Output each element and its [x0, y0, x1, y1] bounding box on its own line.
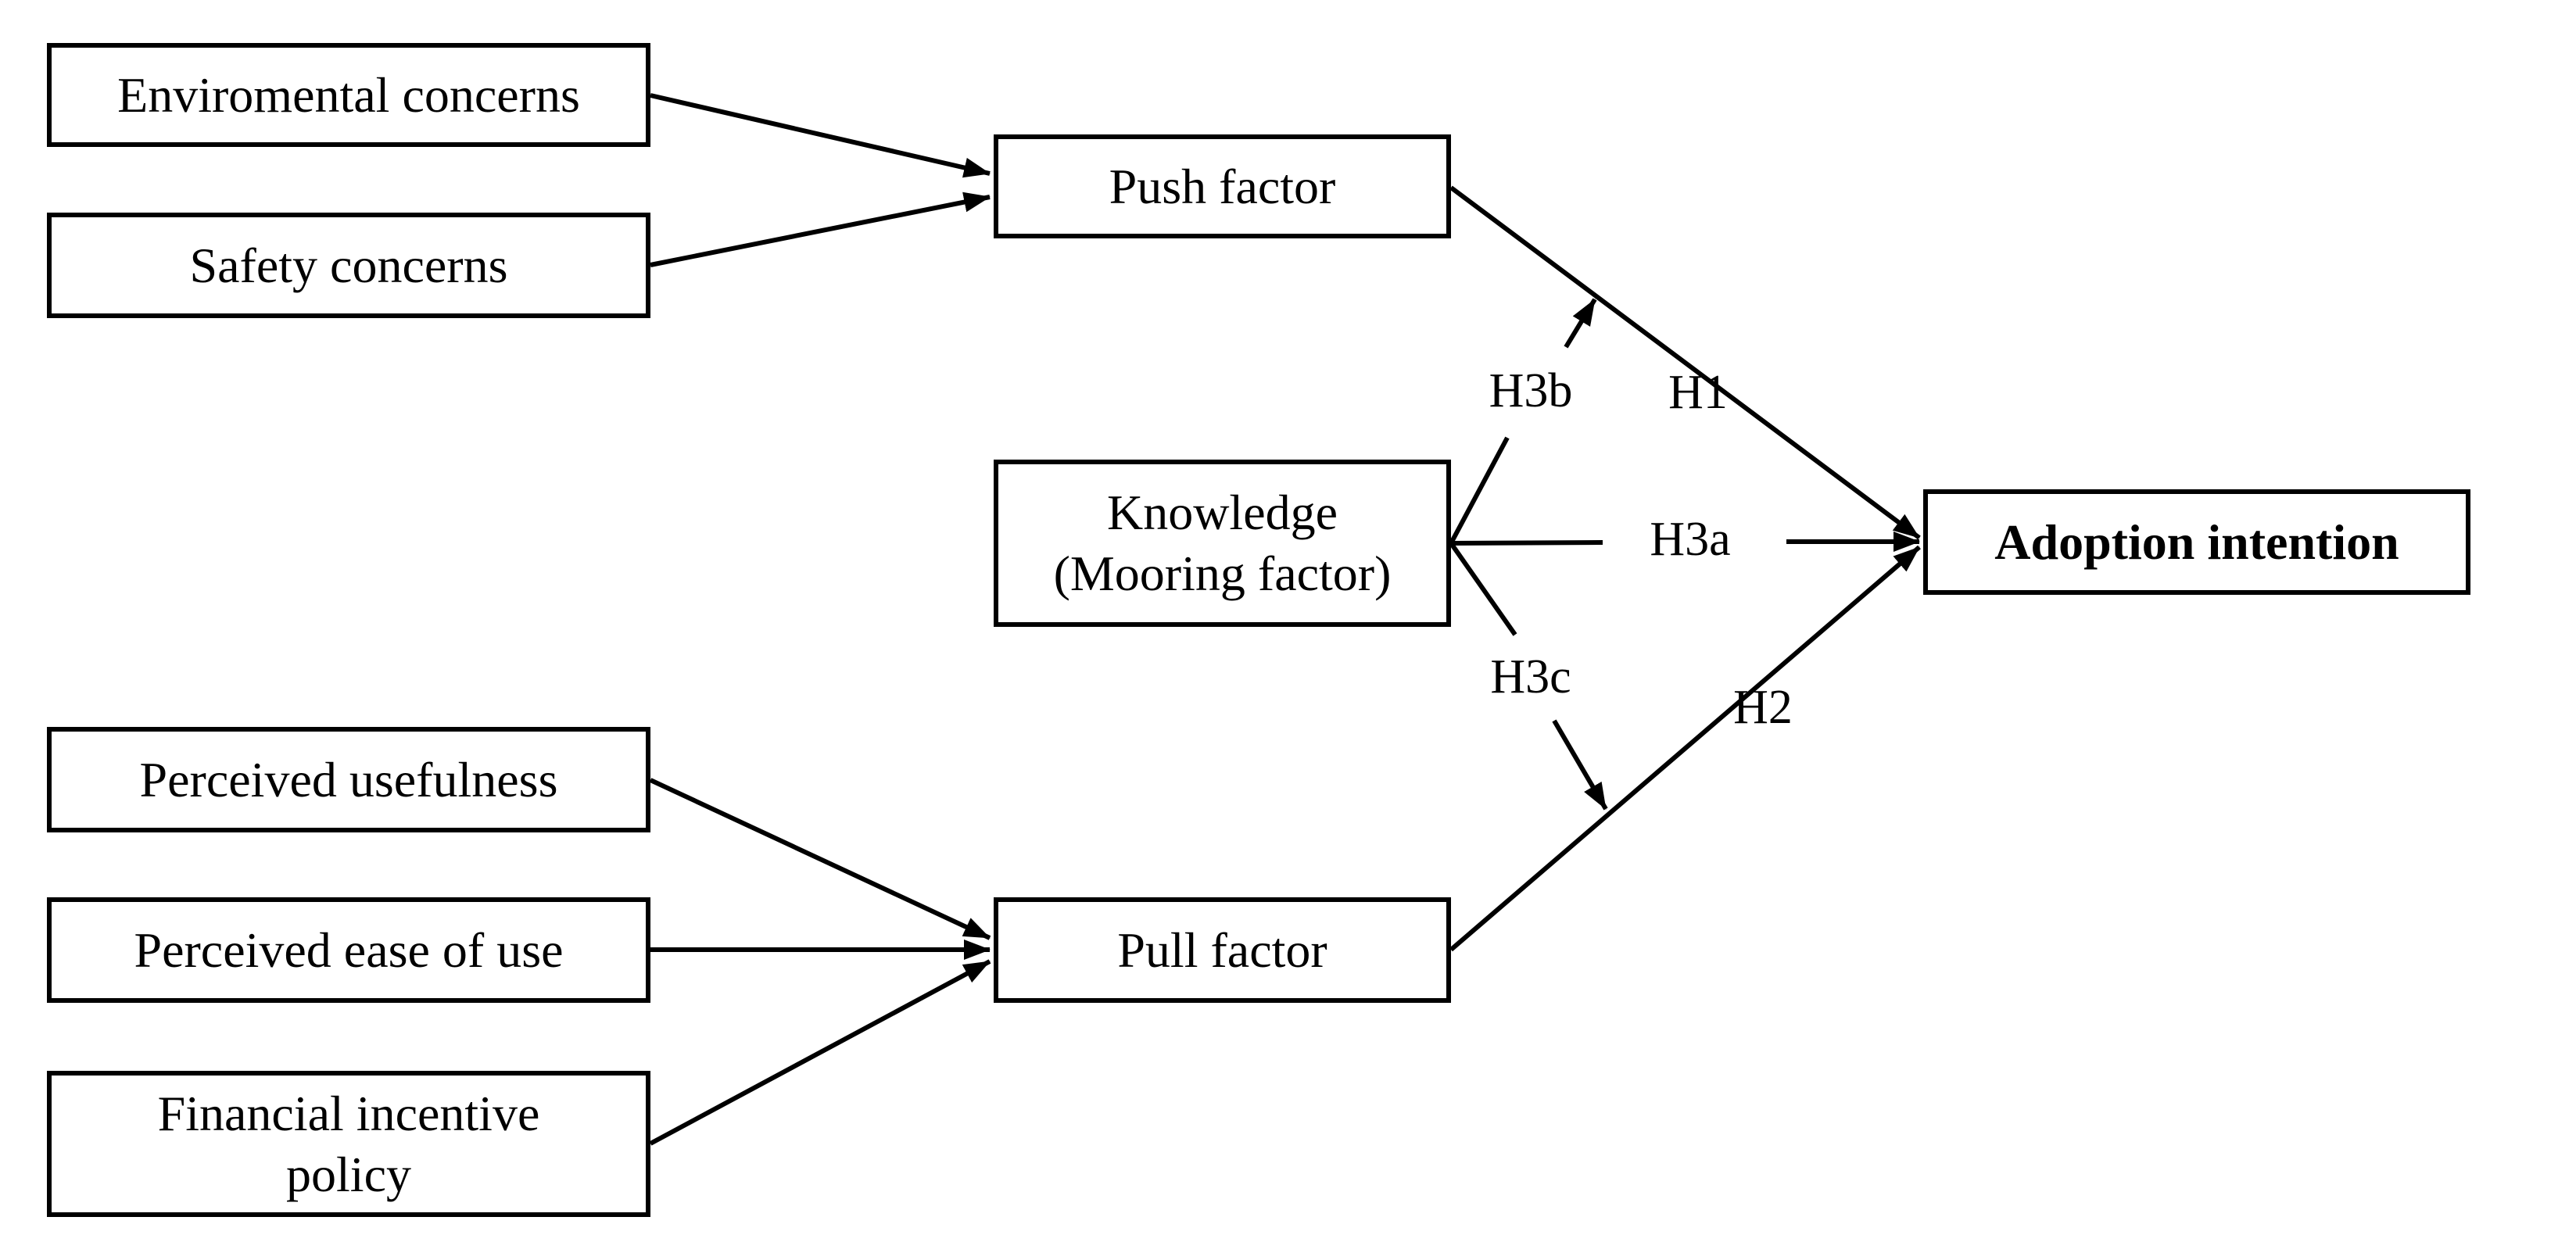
edge-h1-push-to-adoption [1449, 185, 1921, 540]
node-push-factor-label: Push factor [1109, 158, 1336, 214]
edge-h3b-stem [1449, 436, 1510, 545]
edge-incentive-to-pull [649, 959, 991, 1146]
hypothesis-label-h2: H2 [1733, 681, 1793, 734]
node-pull-factor: Pull factor [994, 897, 1451, 1003]
node-environmental-concerns-label: Enviromental concerns [117, 66, 580, 123]
node-adoption-intention-label: Adoption intention [1994, 514, 2399, 570]
edge-h3c-arrow-to-h2-line [1552, 719, 1608, 811]
hypothesis-label-h3c: H3c [1490, 650, 1571, 703]
edge-h2-pull-to-adoption [1449, 545, 1921, 952]
node-perceived-usefulness-label: Perceived usefulness [139, 751, 558, 807]
edge-h3c-stem [1449, 542, 1517, 636]
node-pull-factor-label: Pull factor [1117, 922, 1327, 978]
edge-h3a-stem [1450, 540, 1603, 546]
node-knowledge-mooring-factor: Knowledge (Mooring factor) [994, 460, 1451, 627]
node-push-factor: Push factor [994, 134, 1451, 238]
hypothesis-label-h3b: H3b [1489, 364, 1573, 417]
hypothesis-label-h1: H1 [1668, 366, 1728, 419]
node-environmental-concerns: Enviromental concerns [47, 43, 650, 147]
node-perceived-ease-of-use: Perceived ease of use [47, 897, 650, 1003]
node-adoption-intention: Adoption intention [1923, 489, 2470, 595]
node-safety-concerns: Safety concerns [47, 213, 650, 318]
edge-environmental-to-push [650, 93, 991, 178]
node-financial-incentive-policy-label: policy [286, 1146, 411, 1202]
edge-safety-to-push [650, 191, 991, 267]
node-knowledge-mooring-factor-label: (Mooring factor) [1053, 546, 1392, 601]
hypothesis-label-h3a: H3a [1650, 513, 1731, 566]
node-financial-incentive-policy-label: Financial incentive [157, 1085, 540, 1141]
node-safety-concerns-label: Safety concerns [189, 237, 508, 293]
node-perceived-ease-of-use-label: Perceived ease of use [134, 922, 564, 978]
node-perceived-usefulness: Perceived usefulness [47, 727, 650, 832]
edge-usefulness-to-pull [649, 778, 991, 940]
node-knowledge-mooring-factor-label: Knowledge [1106, 485, 1338, 540]
edge-h3b-arrow-to-h1-line [1564, 298, 1597, 349]
